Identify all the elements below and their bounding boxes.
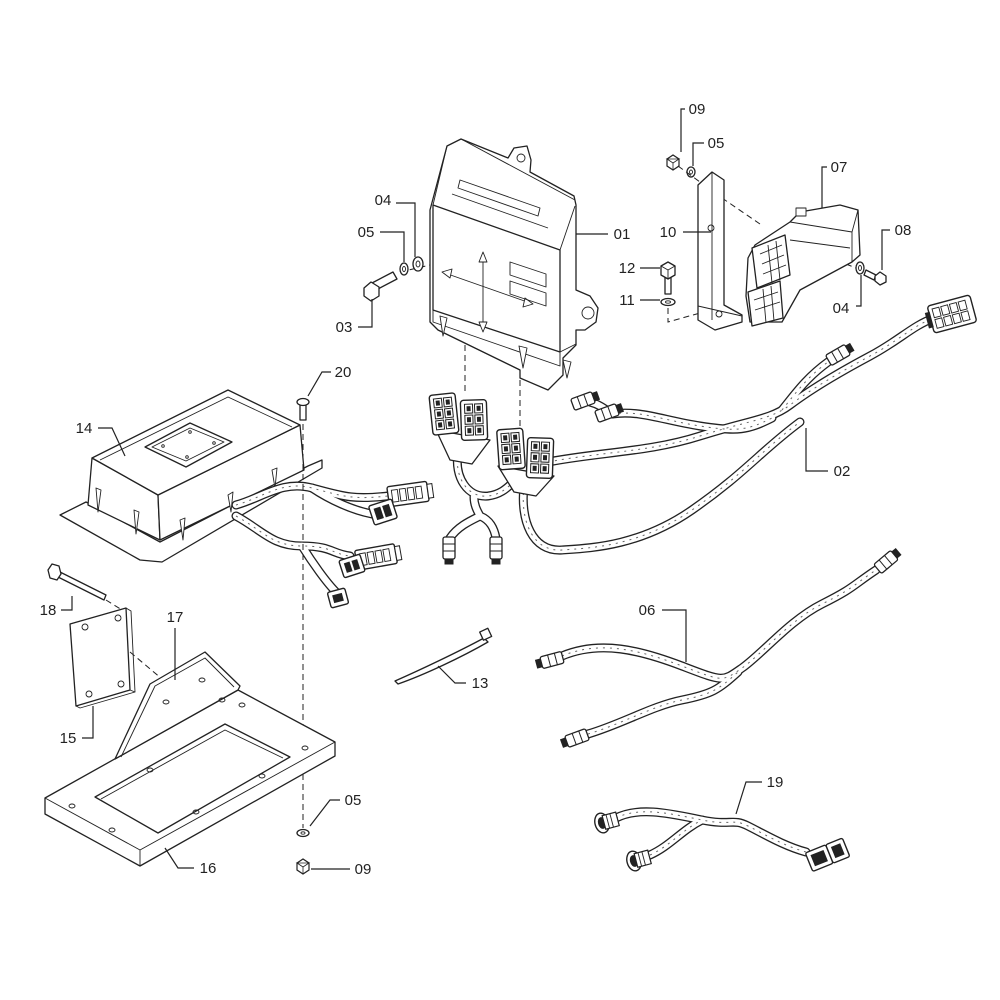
harness-06-connector-1 xyxy=(534,650,565,671)
callout-12: 12 xyxy=(619,260,636,277)
callout-15: 15 xyxy=(60,730,77,747)
harness-02-connector-bottom-1 xyxy=(442,536,456,565)
callout-01: 01 xyxy=(614,226,631,243)
leader-04-left xyxy=(396,202,416,257)
harness-02-connector-main xyxy=(924,294,977,334)
part-09-nut-top xyxy=(666,154,680,171)
part-01-control-unit xyxy=(429,138,599,391)
part-03-bolt xyxy=(363,271,398,302)
leader-20 xyxy=(307,371,331,397)
leader-05-bottom xyxy=(309,799,340,827)
part-15-plate xyxy=(69,607,136,709)
part-16-tray-bracket xyxy=(44,651,336,867)
callout-09-bottom: 09 xyxy=(355,861,372,878)
part-02-main-harness xyxy=(428,294,977,565)
leader-14 xyxy=(98,427,126,457)
leader-16 xyxy=(164,847,194,869)
harness-19-connector xyxy=(805,837,850,872)
leader-18 xyxy=(61,596,73,611)
part-06-harness xyxy=(534,546,903,750)
callout-04-right: 04 xyxy=(833,300,850,317)
callout-18: 18 xyxy=(40,602,57,619)
callout-10: 10 xyxy=(660,224,677,241)
leader-13 xyxy=(437,665,466,684)
part-09-nut-bottom xyxy=(296,858,310,875)
part-18-bolt xyxy=(47,563,107,601)
harness-14-connector-1 xyxy=(386,479,435,508)
harness-14-connector-2 xyxy=(368,498,398,526)
harness-19-round-connector-2 xyxy=(623,846,653,874)
callout-09-top: 09 xyxy=(689,101,706,118)
leader-05-top xyxy=(692,142,704,166)
part-14-enclosure-harness xyxy=(236,479,435,609)
callout-02: 02 xyxy=(834,463,851,480)
part-12-bolt xyxy=(660,261,676,295)
harness-19-round-connector-1 xyxy=(591,808,621,836)
harness-06-connector-2 xyxy=(559,727,591,750)
part-04-washer-left xyxy=(412,256,424,272)
harness-19-sheath xyxy=(616,812,806,855)
callout-13: 13 xyxy=(472,675,489,692)
harness-02-ecu-connector-b xyxy=(495,427,555,497)
part-04-washer-right xyxy=(855,261,865,275)
leader-03 xyxy=(358,299,373,328)
leader-lines xyxy=(61,108,890,870)
callout-labels: 09 05 07 04 05 01 10 08 12 11 04 03 20 1… xyxy=(40,101,912,878)
harness-02-ecu-connector-a xyxy=(428,392,491,465)
harness-14-connector-4 xyxy=(338,553,366,579)
part-05-washer-top xyxy=(686,166,696,178)
leader-02 xyxy=(805,428,828,472)
callout-07: 07 xyxy=(831,159,848,176)
callout-11: 11 xyxy=(619,292,635,309)
part-14-enclosure xyxy=(59,389,323,563)
leader-04-right xyxy=(856,275,862,307)
harness-02-connector-bottom-2 xyxy=(489,536,503,565)
part-20-bolt xyxy=(296,397,310,421)
part-05-washer-bottom xyxy=(296,828,310,838)
callout-05-left: 05 xyxy=(358,224,375,241)
part-05-washer-left xyxy=(399,262,409,276)
part-11-washer xyxy=(660,297,676,307)
part-13-cable-tie xyxy=(394,627,493,685)
callout-03: 03 xyxy=(336,319,353,336)
leader-15 xyxy=(82,706,94,739)
callout-08: 08 xyxy=(895,222,912,239)
callout-16: 16 xyxy=(200,860,217,877)
callout-17: 17 xyxy=(167,609,184,626)
harness-06-sheath xyxy=(562,570,876,734)
leader-09-top xyxy=(680,108,685,152)
part-19-harness xyxy=(591,808,850,874)
leader-19 xyxy=(735,781,762,815)
leader-06 xyxy=(662,609,687,662)
leader-07 xyxy=(821,166,827,208)
part-08-bolt xyxy=(863,269,887,286)
part-07-module xyxy=(745,204,861,327)
callout-05-top: 05 xyxy=(708,135,725,152)
leader-08 xyxy=(881,229,890,270)
callout-19: 19 xyxy=(767,774,784,791)
callout-06: 06 xyxy=(639,602,656,619)
part-10-mounting-bracket xyxy=(697,171,743,331)
callout-05-bottom: 05 xyxy=(345,792,362,809)
harness-14-connector-5 xyxy=(326,587,350,609)
harness-06-connector-3 xyxy=(873,546,903,575)
callout-20: 20 xyxy=(335,364,352,381)
leader-05-left xyxy=(380,231,405,262)
callout-14: 14 xyxy=(76,420,93,437)
callout-04-left: 04 xyxy=(375,192,392,209)
